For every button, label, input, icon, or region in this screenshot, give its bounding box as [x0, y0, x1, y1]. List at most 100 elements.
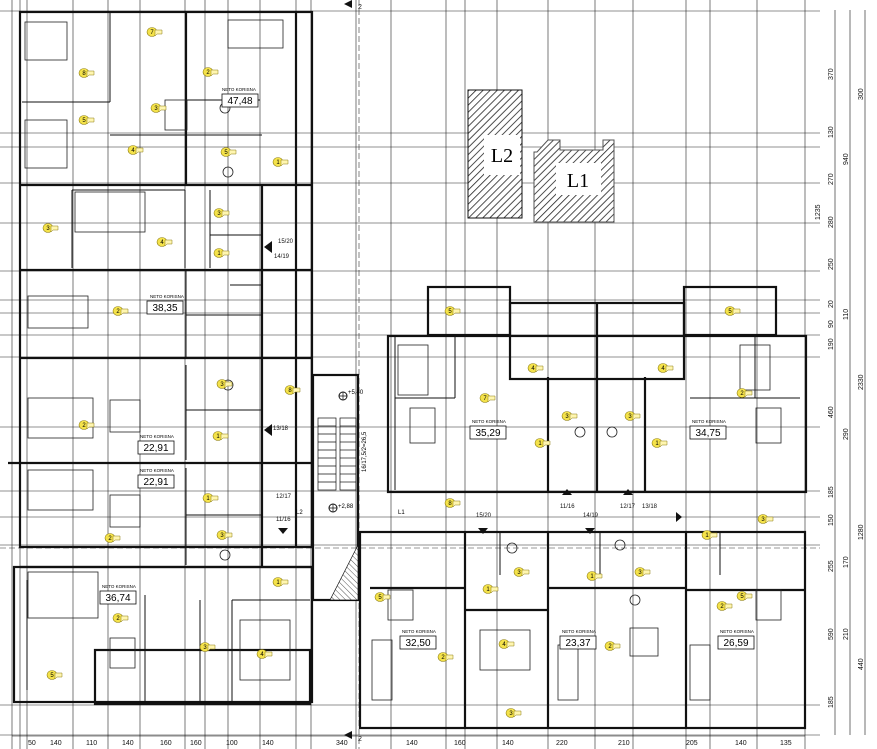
- dim-label: 160: [190, 740, 202, 747]
- balloon-number: 2: [720, 604, 724, 610]
- dim-label: 220: [556, 740, 568, 747]
- dim-label: 590: [828, 628, 835, 640]
- stair-label: 14/19: [274, 254, 290, 260]
- balloon-number: 5: [448, 309, 452, 315]
- apartment-area: NETO KORISNA 36,74: [99, 584, 137, 605]
- balloon-number: 2: [608, 644, 612, 650]
- area-value: 32,50: [405, 638, 430, 649]
- level-mid: +2,88: [338, 504, 354, 510]
- balloon-number: 4: [661, 366, 665, 372]
- dim-label: 290: [843, 428, 850, 440]
- balloon-number: 2: [116, 616, 120, 622]
- dim-label: 250: [828, 258, 835, 270]
- balloon-number: 3: [220, 533, 224, 539]
- stair-label: 15/20: [278, 239, 294, 245]
- staircase: [317, 417, 359, 601]
- stair-label: 12/17: [276, 494, 292, 500]
- balloon-number: 1: [276, 160, 280, 166]
- dim-label: 135: [780, 740, 792, 747]
- balloon-number: 5: [728, 309, 732, 315]
- stair-rise-note: 16/17,5/2=26,5: [362, 431, 368, 472]
- apartment-area: NETO KORISNA 22,91: [137, 434, 175, 455]
- dim-label: 90: [828, 320, 835, 328]
- balloon-number: 1: [206, 496, 210, 502]
- dim-label: 130: [828, 126, 835, 138]
- apartment-area: NETO KORISNA 35,29: [469, 419, 507, 440]
- balloon-number: 4: [260, 652, 264, 658]
- area-value: 36,74: [105, 593, 130, 604]
- balloon-number: 3: [46, 226, 50, 232]
- stair-labels: 15/20 14/19 13/18 12/17 11/16 11/16 14/1…: [273, 239, 658, 523]
- balloon-number: 2: [740, 391, 744, 397]
- dim-label: 210: [618, 740, 630, 747]
- area-value: 26,59: [723, 638, 748, 649]
- note-balloons: 7 8 2 5 3 4 5 1 3 4 3 1 2 3 8 2 1 1 2 3 …: [42, 27, 774, 718]
- balloon-number: 1: [655, 441, 659, 447]
- balloon-number: 1: [276, 580, 280, 586]
- apartment-areas: NETO KORISNA 47,48 NETO KORISNA 38,35 NE…: [99, 87, 755, 650]
- stair-label: 12/17: [620, 504, 636, 510]
- area-caption: NETO KORISNA: [140, 468, 174, 473]
- area-value: 23,37: [565, 638, 590, 649]
- lift-l1: L1: [533, 139, 615, 223]
- balloon-number: 8: [82, 71, 86, 77]
- section-marker-top: 2: [358, 4, 362, 11]
- balloon-number: 3: [220, 382, 224, 388]
- balloon-number: 7: [483, 396, 487, 402]
- dim-label: 280: [828, 216, 835, 228]
- balloon-number: 1: [705, 533, 709, 539]
- corridor-tag-l2: L2: [296, 510, 303, 516]
- area-value: 35,29: [475, 428, 500, 439]
- balloon-number: 4: [160, 240, 164, 246]
- right-dimensions: 370 130 270 280 250 20 90 190 460 185 15…: [815, 10, 866, 735]
- dim-label: 1280: [858, 524, 865, 540]
- dim-label: 110: [86, 740, 97, 747]
- area-value: 22,91: [143, 443, 168, 454]
- dim-label: 110: [843, 309, 850, 320]
- balloon-number: 5: [740, 594, 744, 600]
- area-caption: NETO KORISNA: [720, 629, 754, 634]
- apartment-area: NETO KORISNA 34,75: [689, 419, 727, 440]
- balloon-number: 3: [509, 711, 513, 717]
- lift-l2: L2: [467, 89, 523, 219]
- stair-label: 14/19: [583, 513, 599, 519]
- dim-label: 140: [122, 740, 134, 747]
- dim-label: 1235: [815, 204, 822, 220]
- balloon-number: 5: [50, 673, 54, 679]
- dim-label: 370: [828, 68, 835, 80]
- apartment-area: NETO KORISNA 23,37: [559, 629, 597, 650]
- furniture: [24, 19, 782, 701]
- area-value: 47,48: [227, 96, 252, 107]
- balloon-number: 7: [150, 30, 154, 36]
- dim-label: 160: [454, 740, 466, 747]
- section-marker-bottom: 2: [358, 736, 362, 743]
- area-caption: NETO KORISNA: [692, 419, 726, 424]
- apartment-area: NETO KORISNA 26,59: [717, 629, 755, 650]
- stair-label: 13/18: [273, 426, 289, 432]
- balloon-number: 1: [216, 434, 220, 440]
- balloon-number: 1: [217, 251, 221, 257]
- stair-label: 13/18: [642, 504, 658, 510]
- balloon-number: 3: [761, 517, 765, 523]
- area-caption: NETO KORISNA: [472, 419, 506, 424]
- dim-label: 440: [858, 658, 865, 670]
- area-caption: NETO KORISNA: [222, 87, 256, 92]
- balloon-number: 1: [538, 441, 542, 447]
- area-value: 22,91: [143, 477, 168, 488]
- apartment-area: NETO KORISNA 32,50: [399, 629, 437, 650]
- dim-label: 2330: [858, 374, 865, 390]
- dim-label: 160: [160, 740, 172, 747]
- balloon-number: 4: [131, 148, 135, 154]
- balloon-number: 1: [486, 587, 490, 593]
- balloon-number: 3: [217, 211, 221, 217]
- area-caption: NETO KORISNA: [402, 629, 436, 634]
- dim-label: 150: [828, 514, 835, 526]
- dim-label: 140: [502, 740, 514, 747]
- balloon-number: 3: [517, 570, 521, 576]
- balloon-number: 2: [108, 536, 112, 542]
- dim-label: 940: [843, 153, 850, 165]
- dim-label: 100: [226, 740, 238, 747]
- dim-label: 170: [843, 556, 850, 568]
- balloon-number: 2: [82, 423, 86, 429]
